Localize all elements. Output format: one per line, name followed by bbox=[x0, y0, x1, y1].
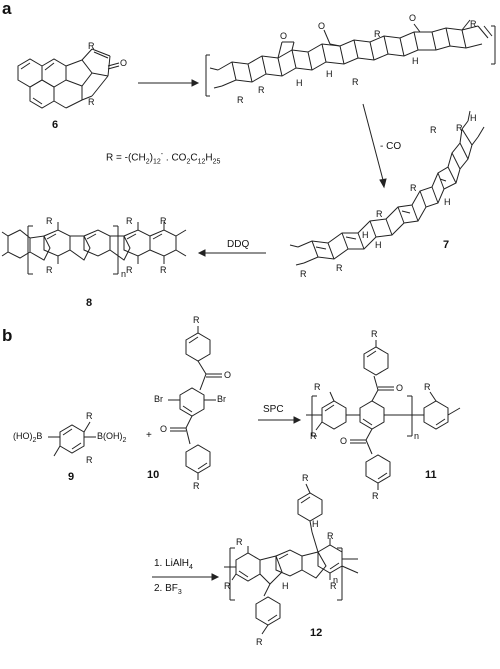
r-substituent-label: R bbox=[224, 581, 231, 591]
condition-step-2: 2. BF3 bbox=[154, 583, 182, 597]
compound-7-structure bbox=[289, 110, 485, 266]
r-substituent-label: R bbox=[46, 265, 53, 275]
r-substituent-label: R bbox=[86, 455, 93, 465]
r-substituent-label: R bbox=[126, 216, 133, 226]
hydrogen-label: H bbox=[312, 519, 319, 529]
r-substituent-label: R bbox=[371, 329, 378, 339]
substituent-definition: R = -(CH2)12- . CO2C12H25 bbox=[106, 151, 221, 166]
r-substituent-label: R bbox=[193, 315, 200, 325]
hydrogen-label: H bbox=[444, 197, 451, 207]
r-substituent-label: R bbox=[236, 537, 243, 547]
bromine-left: Br bbox=[154, 394, 163, 404]
panel-label-a: a bbox=[2, 0, 12, 18]
oxygen-compound-10-bottom: O bbox=[160, 424, 168, 434]
compound-number-7: 7 bbox=[443, 239, 450, 251]
r-substituent-label: R bbox=[372, 491, 379, 501]
panel-label-b: b bbox=[2, 326, 13, 345]
compound-8-structure bbox=[1, 222, 187, 275]
condition-ddq: DDQ bbox=[227, 239, 250, 250]
hydrogen-label: H bbox=[362, 230, 369, 240]
r-substituent-label: R bbox=[314, 382, 321, 392]
hydrogen-label: H bbox=[412, 56, 419, 66]
r-substituent-label: R bbox=[237, 95, 244, 105]
r-substituent-label: R bbox=[330, 581, 337, 591]
boronic-acid-right: B(OH)2 bbox=[97, 431, 127, 444]
r-substituent-label: R bbox=[258, 85, 265, 95]
r-substituent-label: R bbox=[374, 29, 381, 39]
intermediate-structure bbox=[205, 19, 496, 97]
arrow-reduction bbox=[152, 573, 220, 581]
oxygen-compound-11-bottom: O bbox=[340, 436, 348, 446]
r-substituent-label: R bbox=[86, 411, 93, 421]
r-substituent-label: R bbox=[310, 431, 317, 441]
compound-number-11: 11 bbox=[425, 469, 437, 481]
r-substituent-label: R bbox=[352, 77, 359, 87]
arrow-spc bbox=[258, 416, 302, 424]
plus-sign: + bbox=[146, 430, 152, 441]
compound-number-10: 10 bbox=[147, 469, 160, 481]
r-substituent-label: R bbox=[88, 97, 95, 107]
arrow-decarbonylation bbox=[362, 103, 387, 189]
r-substituent-label: R bbox=[256, 637, 263, 647]
oxygen-intermediate-2: O bbox=[318, 21, 326, 31]
hydrogen-label: H bbox=[326, 69, 333, 79]
condition-step-1: 1. LiAlH4 bbox=[154, 558, 193, 572]
r-substituent-label: R bbox=[193, 481, 200, 491]
r-substituent-label: R bbox=[302, 473, 309, 483]
compound-6-structure bbox=[17, 48, 120, 109]
hydrogen-label: H bbox=[296, 78, 303, 88]
r-substituent-label: R bbox=[410, 183, 417, 193]
repeat-unit-n: n bbox=[333, 575, 339, 585]
repeat-unit-n: n bbox=[414, 431, 420, 441]
oxygen-compound-6: O bbox=[120, 58, 128, 68]
r-substituent-label: R bbox=[376, 209, 383, 219]
arrow-ddq bbox=[197, 249, 266, 257]
compound-number-12: 12 bbox=[310, 627, 323, 639]
r-substituent-label: R bbox=[160, 216, 167, 226]
compound-number-8: 8 bbox=[86, 297, 93, 309]
hydrogen-label: H bbox=[375, 240, 382, 250]
r-substituent-label: R bbox=[336, 263, 343, 273]
r-substituent-label: R bbox=[424, 382, 431, 392]
r-substituent-label: R bbox=[430, 125, 437, 135]
compound-number-9: 9 bbox=[68, 471, 75, 483]
compound-9-structure bbox=[48, 421, 96, 457]
arrow-cycloaddition bbox=[138, 79, 200, 87]
repeat-unit-n: n bbox=[121, 269, 127, 279]
boronic-acid-left: (HO)2B bbox=[13, 431, 43, 444]
hydrogen-label: H bbox=[470, 113, 477, 123]
condition-spc: SPC bbox=[263, 404, 284, 415]
oxygen-intermediate-3: O bbox=[409, 13, 417, 23]
hydrogen-label: H bbox=[282, 581, 289, 591]
r-substituent-label: R bbox=[470, 19, 477, 29]
compound-10-structure bbox=[168, 326, 222, 480]
oxygen-compound-11-top: O bbox=[396, 383, 404, 393]
oxygen-compound-10-top: O bbox=[224, 370, 232, 380]
r-substituent-label: R bbox=[126, 265, 133, 275]
oxygen-intermediate-1: O bbox=[280, 31, 288, 41]
r-substituent-label: R bbox=[88, 41, 95, 51]
r-substituent-label: R bbox=[300, 269, 307, 279]
r-substituent-label: R bbox=[456, 123, 463, 133]
compound-number-6: 6 bbox=[52, 119, 59, 131]
compound-11-structure bbox=[306, 340, 461, 490]
compound-12-structure bbox=[224, 483, 359, 635]
r-substituent-label: R bbox=[160, 265, 167, 275]
r-substituent-label: R bbox=[327, 531, 334, 541]
condition-minus-co: - CO bbox=[380, 141, 402, 152]
r-substituent-label: R bbox=[46, 216, 53, 226]
bromine-right: Br bbox=[217, 394, 226, 404]
